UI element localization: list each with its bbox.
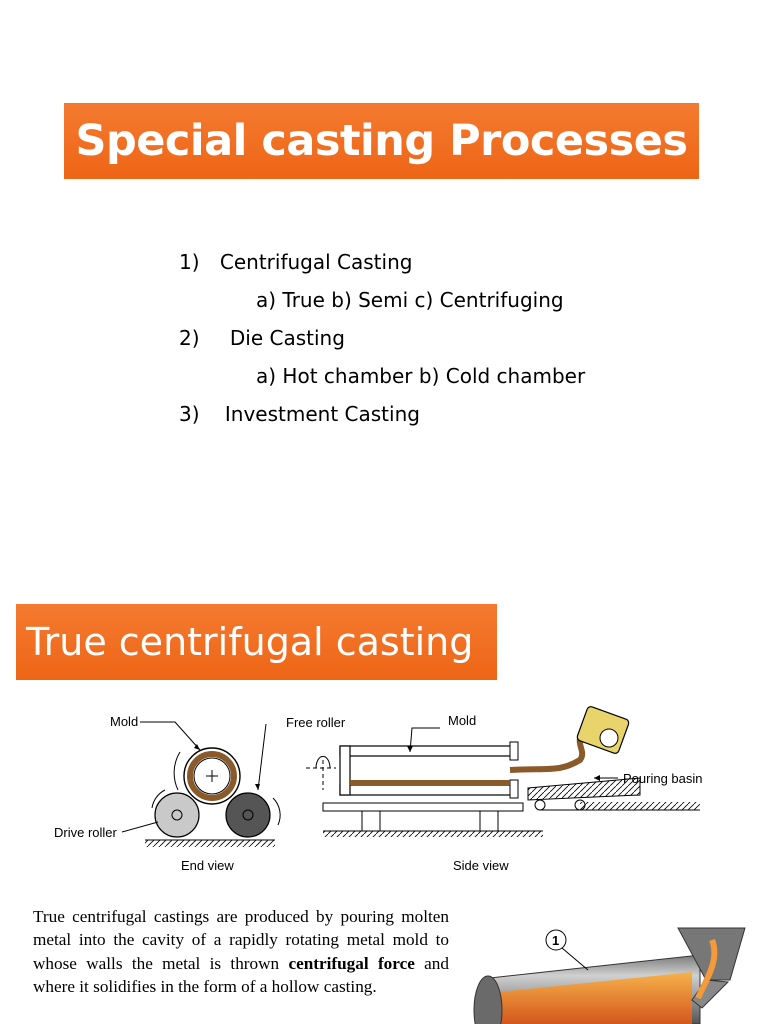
list-text: a) True b) Semi c) Centrifuging	[256, 288, 564, 312]
list-number: 3)	[179, 402, 200, 426]
list-item: 1) Centrifugal Casting	[179, 250, 412, 274]
list-text: Investment Casting	[224, 402, 420, 426]
slide-title: Special casting Processes	[64, 103, 699, 179]
paragraph-text: and where it solidifies in the form of a…	[33, 953, 449, 996]
label-free-roller: Free roller	[286, 715, 346, 730]
side-view: Mold Pouring basin Side view	[306, 706, 703, 873]
section-title: True centrifugal casting	[16, 604, 497, 680]
label-drive-roller: Drive roller	[54, 825, 118, 840]
label-end-view: End view	[181, 858, 234, 873]
list-item: a) True b) Semi c) Centrifuging	[256, 288, 564, 312]
label-mold-end: Mold	[110, 714, 138, 729]
free-roller-shape	[225, 792, 271, 838]
label-mold-side: Mold	[448, 713, 476, 728]
list-number: 2)	[179, 326, 200, 350]
description-paragraph: True centrifugal castings are produced b…	[33, 905, 449, 998]
end-view: Mold Free roller Drive roller End view	[54, 714, 346, 873]
drive-roller-shape	[154, 792, 200, 838]
centrifugal-casting-diagram: Mold Free roller Drive roller End view M…	[54, 706, 703, 873]
label-pouring-basin: Pouring basin	[623, 771, 703, 786]
list-text: Die Casting	[229, 326, 345, 350]
callout-number: 1	[552, 933, 559, 948]
label-side-view: Side view	[453, 858, 509, 873]
callout-circle	[545, 929, 567, 951]
list-number: 1)	[179, 250, 200, 274]
list-item: 2) Die Casting	[179, 326, 345, 350]
paragraph-bold-term: centrifugal force	[288, 953, 415, 973]
paragraph-text: True centrifugal castings are produced b…	[33, 907, 449, 973]
centrifugal-mold-illustration: 1	[473, 927, 746, 1024]
list-item: 3) Investment Casting	[179, 402, 420, 426]
list-item: a) Hot chamber b) Cold chamber	[256, 364, 585, 388]
list-text: Centrifugal Casting	[219, 250, 413, 274]
list-text: a) Hot chamber b) Cold chamber	[256, 364, 586, 388]
